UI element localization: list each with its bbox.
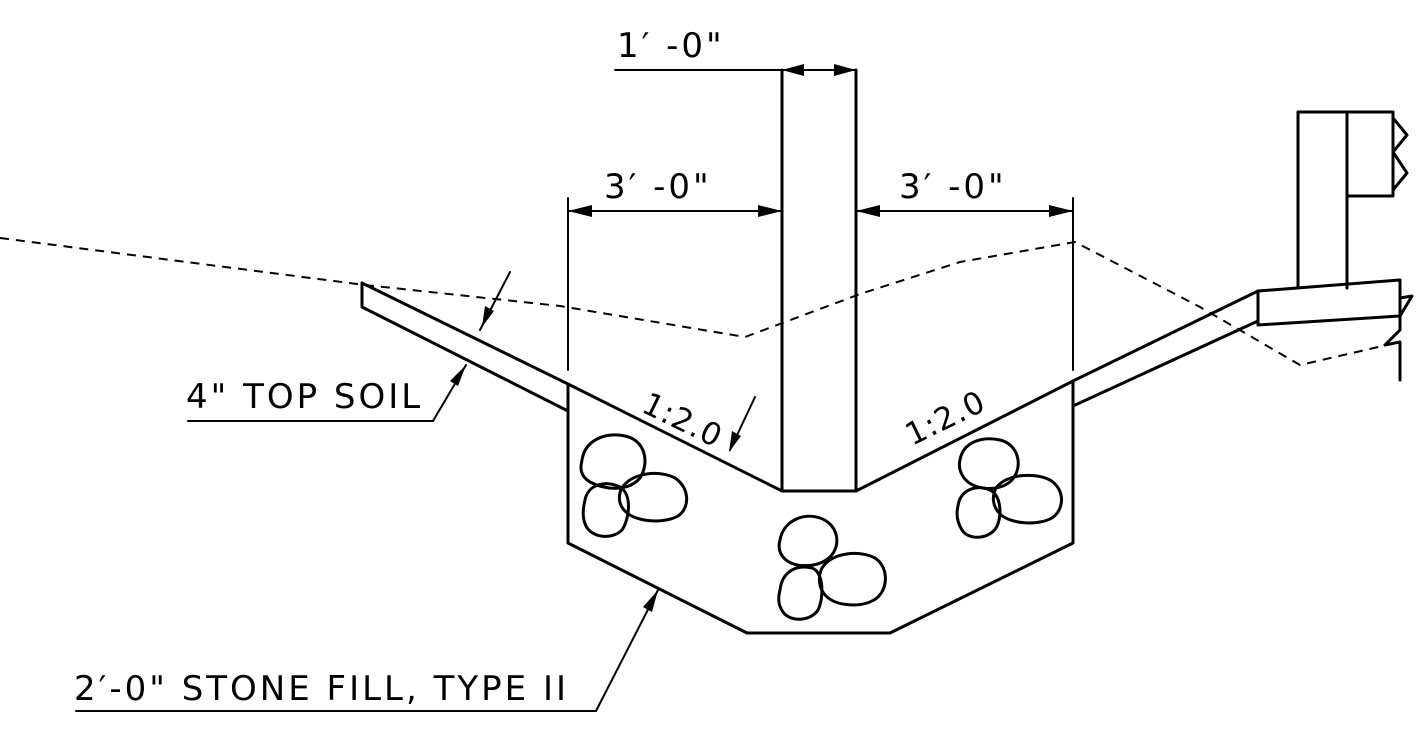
existing-ground-line [0,237,1401,367]
stone-cluster-left [579,433,689,538]
slope-label-right: 1:2.0 [900,384,992,453]
stone-cluster-middle [777,514,887,621]
pavement-edge [1256,278,1414,382]
stone-fill-leader [595,589,659,712]
arrowhead [1049,205,1073,217]
top-soil-right [1071,289,1260,408]
arrowhead [782,64,804,76]
arrowhead [758,205,782,217]
arrowhead [568,205,592,217]
stone-fill-label: 2′-0" STONE FILL, TYPE II [74,669,569,709]
top-soil-label: 4" TOP SOIL [186,377,423,417]
stone-fill-body [566,379,1075,635]
arrowhead [856,205,880,217]
stone-cluster-right [955,437,1063,539]
dimension-label-top: 1′ -0" [617,26,725,66]
slope-label-left: 1:2.0 [636,386,728,455]
dimension-label-left: 3′ -0" [604,167,712,207]
arrowhead [834,64,856,76]
arrowhead [729,431,741,452]
arrowhead [643,590,658,612]
arrowhead [482,306,494,327]
arrowhead [450,365,466,386]
dimension-label-right: 3′ -0" [899,167,1007,207]
guardrail-post [1296,110,1409,290]
